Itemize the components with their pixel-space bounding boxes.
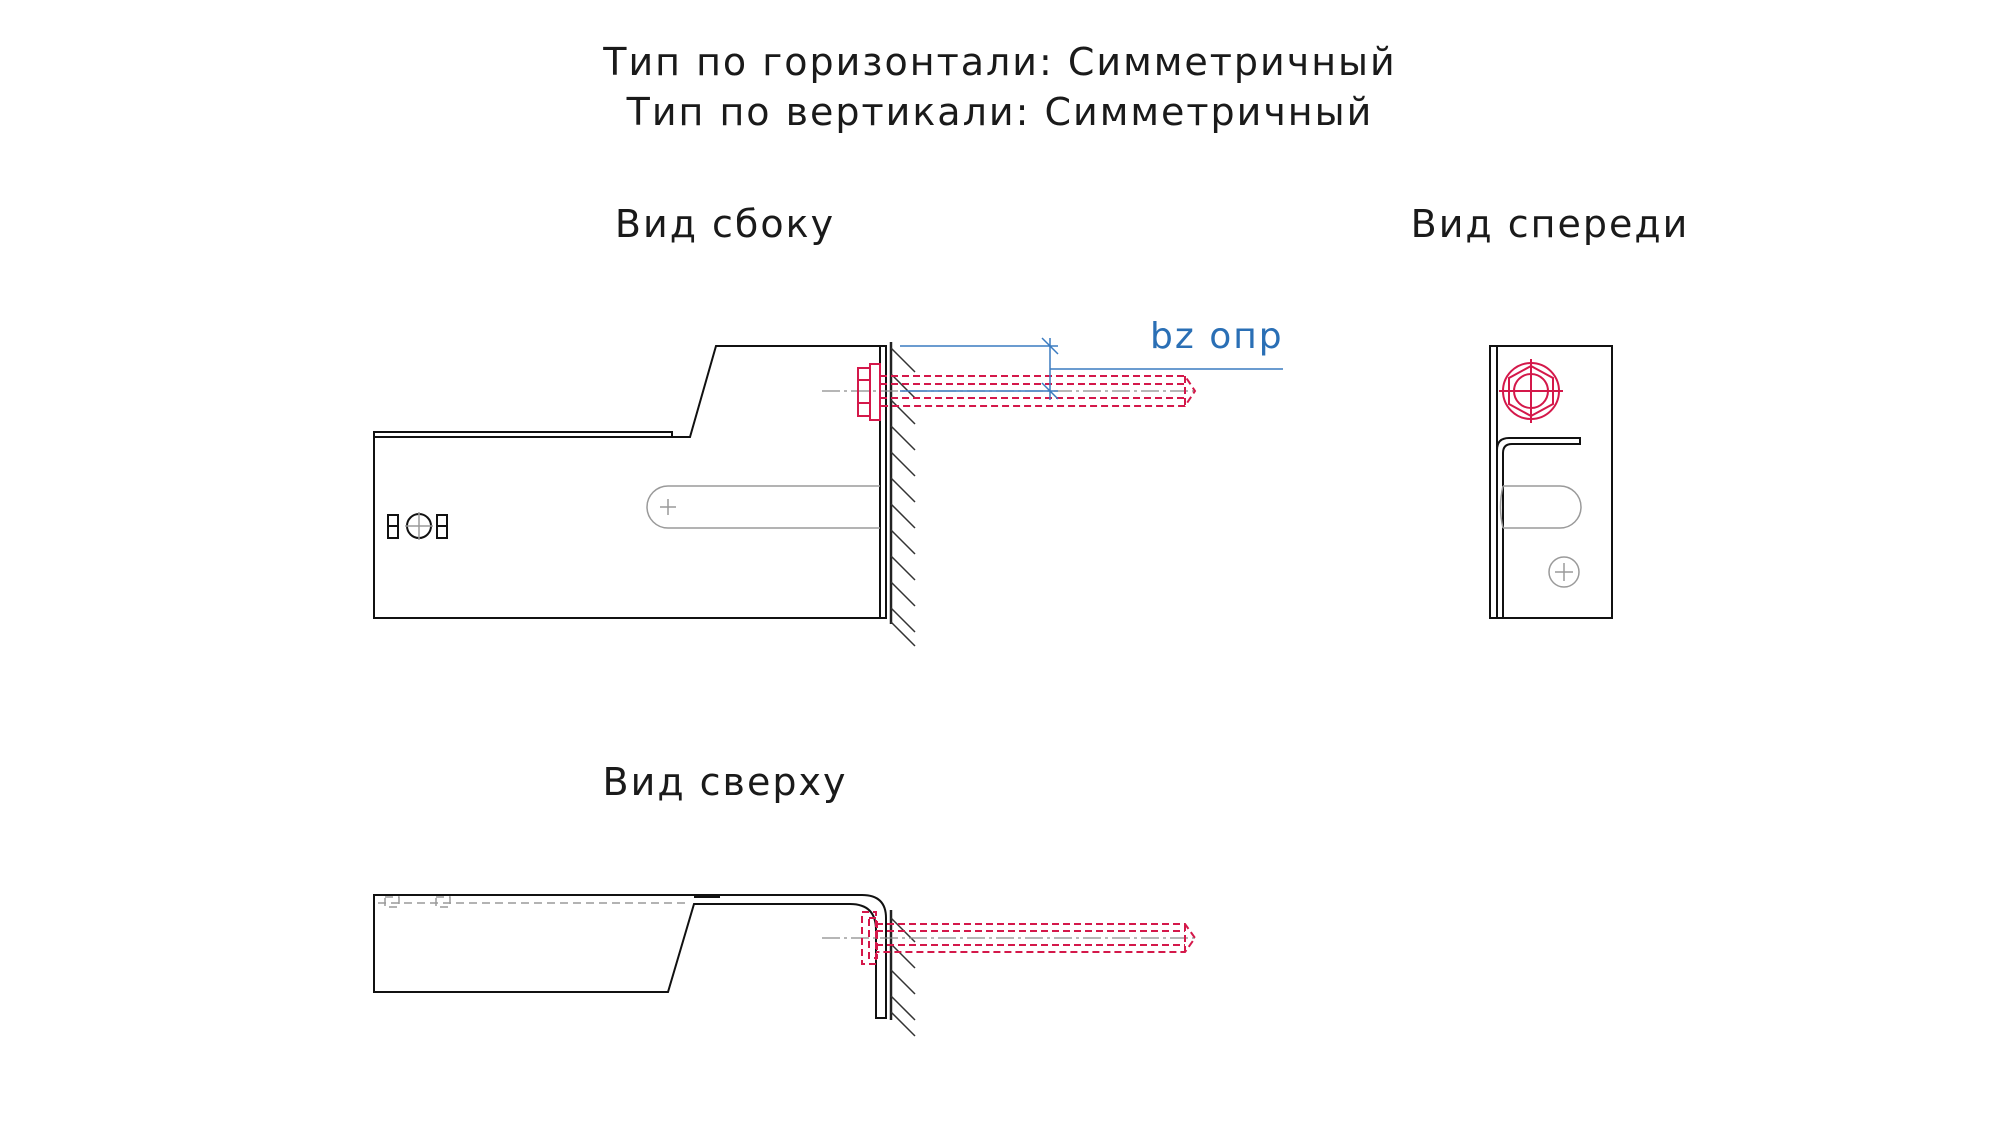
front-view-title: Вид спереди — [1411, 202, 1690, 246]
front-plate — [1489, 345, 1613, 619]
front-screw-icon — [1548, 556, 1580, 588]
front-view — [1489, 345, 1613, 619]
top-view-title: Вид сверху — [603, 760, 848, 804]
side-hole-symbol — [387, 512, 448, 540]
top-bracket-outline — [373, 894, 887, 1019]
side-bracket-outline — [373, 345, 887, 619]
front-bolt-head-icon — [1499, 359, 1563, 423]
top-hidden-holes — [384, 896, 451, 908]
dimension-bz: bz опр — [900, 316, 1284, 400]
side-wall-hatching — [890, 347, 916, 647]
top-bolt — [822, 911, 1197, 965]
top-wall-hatching — [890, 917, 916, 1037]
side-slot-cross — [660, 499, 676, 515]
side-view-title: Вид сбоку — [615, 202, 835, 246]
side-view: bz опр — [373, 316, 1284, 647]
side-bolt — [822, 363, 1197, 421]
dimension-label: bz опр — [1150, 316, 1284, 357]
header-horizontal-type: Тип по горизонтали: Симметричный — [602, 40, 1397, 84]
side-slot — [646, 485, 880, 529]
front-angle-flange — [1496, 437, 1581, 618]
front-slot — [1503, 485, 1582, 529]
front-slot-edge — [1499, 485, 1504, 529]
header-vertical-type: Тип по вертикали: Симметричный — [626, 90, 1374, 134]
top-view — [373, 894, 1197, 1037]
